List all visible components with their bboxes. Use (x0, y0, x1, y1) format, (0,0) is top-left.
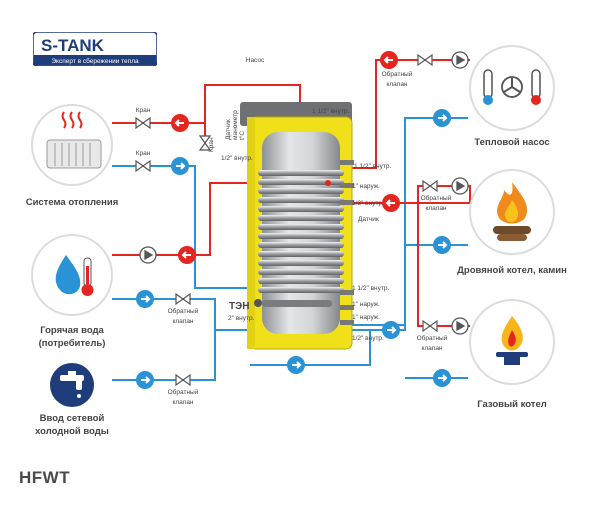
gas-boiler-label: Газовый котел (477, 399, 547, 410)
pump-icon (451, 317, 469, 335)
valve-label-3: Кран (208, 137, 215, 152)
flow-arrow-icon (171, 157, 189, 175)
check-valve-icon (175, 292, 191, 306)
check-valve-wood-2: клапан (425, 205, 446, 212)
valve-icon (135, 116, 151, 130)
flow-arrow-icon (382, 194, 400, 212)
brand-tagline: Эксперт в сбережении тепла (51, 57, 139, 65)
flow-arrow-icon (433, 369, 451, 387)
flow-arrows-cold (136, 109, 451, 389)
heat-pump-icon (483, 69, 541, 105)
fire-wood-icon (493, 182, 531, 241)
sensor-label: Датчик (358, 216, 379, 223)
valve-label-2: Кран (136, 150, 151, 157)
check-valve-icon (422, 319, 438, 333)
flow-arrows-hot (171, 51, 400, 264)
conn-top: 1 1/2" внутр. (312, 108, 349, 115)
pump-icon (451, 51, 469, 69)
hot-water-label-1: Горячая вода (40, 325, 104, 336)
check-valve-cw-2: клапан (172, 399, 193, 406)
heat-exchanger-coil (258, 170, 344, 293)
check-valve-cw-1: Обратный (168, 388, 199, 396)
check-valve-wood-1: Обратный (421, 194, 452, 202)
hot-water-device (31, 234, 113, 316)
pump-icon (451, 177, 469, 195)
thermo-sensor-label-2: манометр (232, 110, 239, 140)
heat-pump-label: Тепловой насос (474, 137, 549, 148)
pumps (139, 51, 469, 335)
temperature-sensor-icon (325, 180, 331, 186)
flow-arrow-icon (171, 114, 189, 132)
hot-water-label-2: (потребитель) (39, 338, 106, 349)
check-valve-icon (422, 179, 438, 193)
conn-coil-in-3: 1/2" внутр. (352, 200, 384, 207)
check-valve-hp-2: клапан (386, 81, 407, 88)
cold-water-device (50, 363, 94, 407)
brand-logo: S-TANK Эксперт в сбережении тепла (32, 31, 158, 67)
conn-coil-out-2: 1" наруж. (352, 301, 380, 308)
heating-system-label: Система отопления (26, 197, 119, 208)
check-valve-hp-1: Обратный (382, 70, 413, 78)
brand-name: S-TANK (41, 36, 105, 55)
valve-label-1: Кран (136, 107, 151, 114)
component-labels: Насос Кран Кран Кран Датчик манометр t°C… (136, 57, 452, 406)
conn-heater: 2" внутр. (228, 315, 255, 322)
conn-coil-in-1: 1 1/2" внутр. (354, 163, 391, 170)
thermo-sensor-label-3: t°C (238, 131, 246, 140)
heating-element (262, 300, 332, 307)
conn-bottom: 1/2" внутр. (352, 335, 384, 342)
heater-label: ТЭН (229, 301, 249, 312)
storage-tank (240, 102, 354, 350)
pump-label: Насос (246, 57, 265, 64)
wood-boiler-device (469, 169, 555, 255)
heating-system-device (31, 104, 113, 186)
check-valve-gas-2: клапан (421, 345, 442, 352)
flow-arrow-icon (380, 51, 398, 69)
heat-pump-device (469, 45, 555, 131)
check-valve-icon (175, 373, 191, 387)
check-valve-hw-1: Обратный (168, 307, 199, 315)
thermo-sensor-label-1: Датчик (225, 119, 232, 140)
flow-arrow-icon (136, 290, 154, 308)
valves (135, 53, 438, 387)
flow-arrow-icon (382, 321, 400, 339)
cold-water-label-1: Ввод сетевой (40, 413, 105, 424)
flow-arrow-icon (433, 109, 451, 127)
s-tank-logo-icon: S-TANK Эксперт в сбережении тепла (32, 31, 158, 67)
device-labels: Система отопления Горячая вода (потребит… (26, 137, 567, 437)
radiator-icon (46, 111, 102, 169)
valve-icon (135, 159, 151, 173)
flow-arrow-icon (433, 236, 451, 254)
check-valve-hw-2: клапан (172, 318, 193, 325)
gas-flame-icon (496, 316, 528, 365)
conn-coil-in-2: 1" наруж. (352, 183, 380, 190)
check-valve-icon (417, 53, 433, 67)
conn-coil-out-3: 1" наруж. (352, 314, 380, 321)
flow-arrow-icon (287, 356, 305, 374)
water-tap-icon (60, 371, 84, 398)
water-drop-thermometer-icon (55, 255, 94, 296)
wood-boiler-label: Дровяной котел, камин (457, 265, 567, 276)
flow-arrow-icon (136, 371, 154, 389)
model-name: HFWT (19, 468, 71, 487)
pump-icon (139, 246, 157, 264)
gas-boiler-device (469, 299, 555, 385)
check-valve-gas-1: Обратный (417, 334, 448, 342)
cold-water-label-2: холодной воды (35, 426, 109, 437)
conn-sensor-port: 1/2" внутр. (221, 155, 253, 162)
conn-coil-out-1: 1 1/2" внутр. (352, 285, 389, 292)
flow-arrow-icon (178, 246, 196, 264)
valve-icon (198, 135, 212, 151)
